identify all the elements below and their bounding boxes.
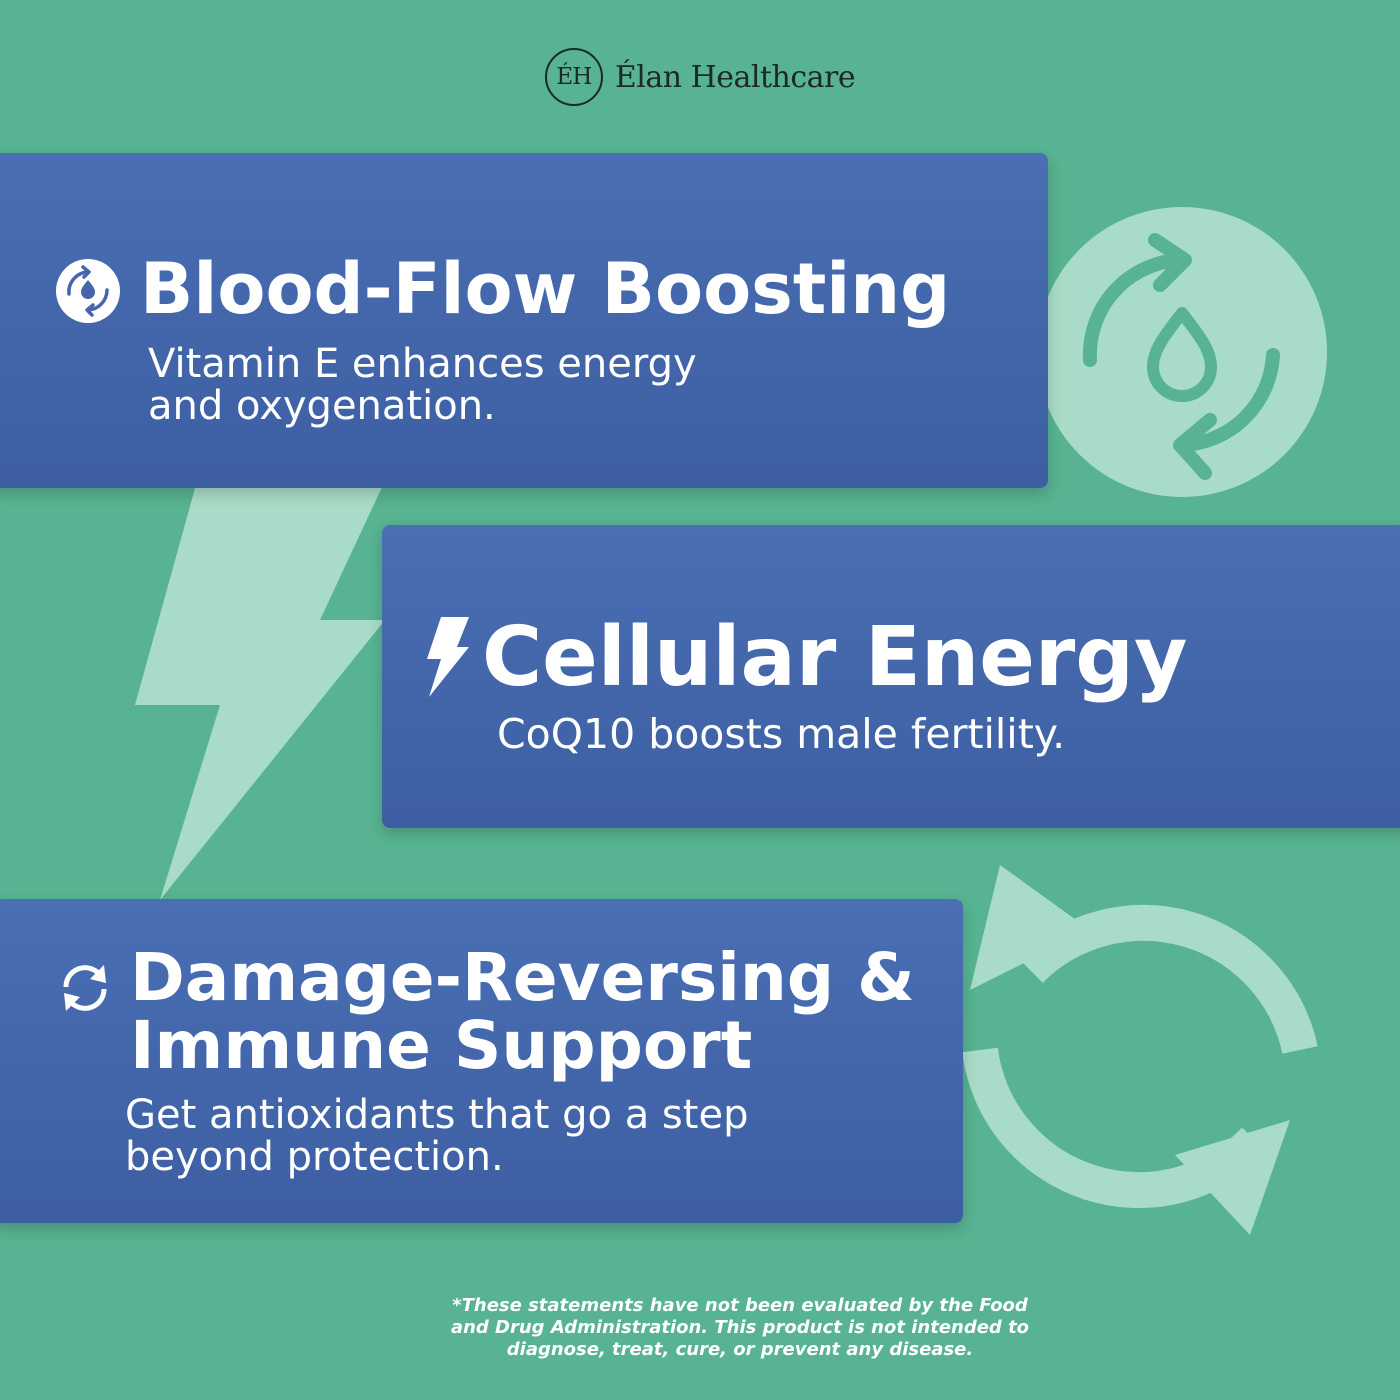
refresh-cycle-icon xyxy=(58,961,112,1019)
background-lightning-icon xyxy=(135,470,390,900)
lightning-bolt-icon xyxy=(425,617,471,703)
feature-title: Blood-Flow Boosting xyxy=(140,248,951,330)
brand-mark: ÉH xyxy=(544,48,603,106)
background-refresh-icon xyxy=(962,865,1318,1235)
feature-title: Cellular Energy xyxy=(482,610,1188,705)
brand-logo: ÉH Élan Healthcare xyxy=(0,45,1400,109)
background-blood-cycle-icon xyxy=(1037,207,1327,497)
feature-title: Damage-Reversing & Immune Support xyxy=(130,939,915,1084)
feature-description: CoQ10 boosts male fertility. xyxy=(497,710,1066,758)
fda-disclaimer: *These statements have not been evaluate… xyxy=(450,1295,1030,1360)
blood-drop-cycle-icon xyxy=(55,258,121,328)
feature-card-blood-flow: Blood-Flow Boosting Vitamin E enhances e… xyxy=(0,153,1048,488)
feature-description: Get antioxidants that go a step beyond p… xyxy=(125,1092,749,1180)
feature-description: Vitamin E enhances energy and oxygenatio… xyxy=(148,341,697,429)
feature-card-cellular-energy: Cellular Energy CoQ10 boosts male fertil… xyxy=(382,525,1400,828)
brand-name: Élan Healthcare xyxy=(614,59,856,95)
feature-card-damage-reversing: Damage-Reversing & Immune Support Get an… xyxy=(0,899,963,1223)
